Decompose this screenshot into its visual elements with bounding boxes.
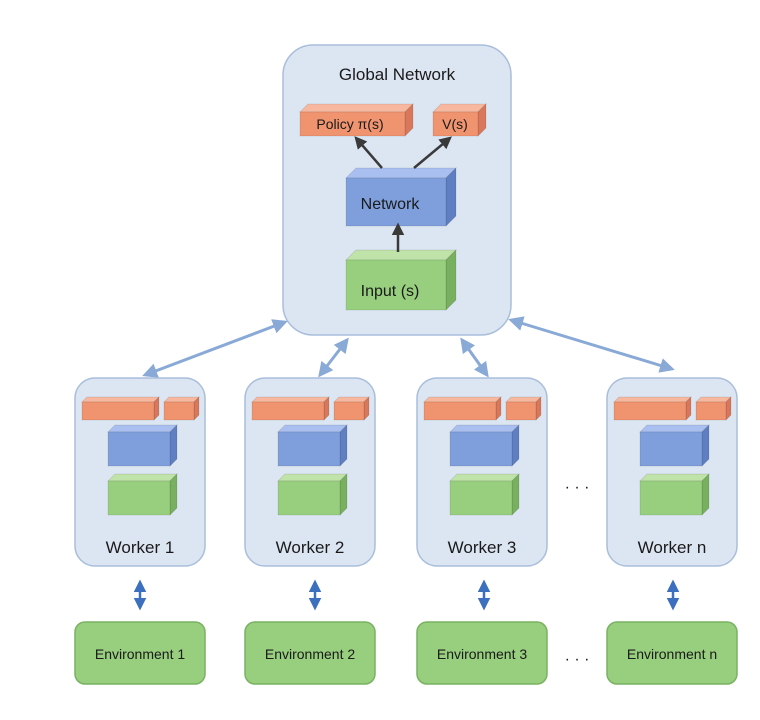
cube-front-face: [449, 480, 513, 516]
worker-label: Worker 1: [106, 538, 175, 557]
environment-box: [74, 621, 206, 685]
cube-top-face: [449, 473, 520, 482]
cube-side-face: [701, 473, 710, 516]
cube-side-face: [169, 424, 178, 467]
cube-front-face: [277, 431, 341, 467]
cube-front-face: [432, 111, 479, 137]
cube-top-face: [449, 424, 520, 433]
cube-top-face: [423, 396, 502, 403]
value-label: V(s): [442, 116, 468, 132]
environment-box: [244, 621, 376, 685]
cube-front-face: [163, 401, 195, 421]
environment-label: Environment 3: [437, 646, 527, 662]
cube-front-face: [299, 111, 406, 137]
cube-top-face: [695, 396, 732, 403]
cube-front-face: [639, 480, 703, 516]
cube-top-face: [277, 424, 348, 433]
cube-top-face: [277, 473, 348, 482]
cube-top-face: [107, 424, 178, 433]
cube-front-face: [251, 401, 325, 421]
environment-box: [416, 621, 548, 685]
cube-front-face: [639, 431, 703, 467]
policy-label: Policy π(s): [316, 116, 383, 132]
connector-worker-n: [508, 316, 675, 373]
connector-worker-2: [318, 337, 349, 378]
worker-label: Worker n: [638, 538, 707, 557]
cube-side-face: [701, 424, 710, 467]
cube-side-face: [445, 167, 457, 227]
cube-front-face: [449, 431, 513, 467]
network-to-value-arrow: [413, 136, 452, 169]
cube-front-face: [695, 401, 727, 421]
cube-side-face: [445, 249, 457, 311]
environment-label: Environment 2: [265, 646, 355, 662]
environment-label: Environment n: [627, 646, 717, 662]
worker-network-stack: [251, 396, 370, 516]
connector-worker-3: [460, 337, 489, 378]
cube-top-face: [432, 103, 487, 113]
cube-top-face: [299, 103, 414, 113]
worker-network-stack: [81, 396, 200, 516]
cube-side-face: [339, 473, 348, 516]
cube-top-face: [251, 396, 330, 403]
network-to-policy-arrow: [354, 136, 383, 169]
worker-network-stack: [423, 396, 542, 516]
global-network-title: Global Network: [339, 65, 456, 84]
cube-top-face: [163, 396, 200, 403]
worker-network-stack: [613, 396, 732, 516]
cube-front-face: [81, 401, 155, 421]
cube-top-face: [613, 396, 692, 403]
cube-top-face: [639, 473, 710, 482]
cube-top-face: [505, 396, 542, 403]
value-output-block: [432, 103, 487, 137]
worker-label: Worker 3: [448, 538, 517, 557]
cube-top-face: [345, 167, 457, 179]
cube-front-face: [333, 401, 365, 421]
cube-top-face: [639, 424, 710, 433]
cube-front-face: [107, 431, 171, 467]
cube-side-face: [511, 424, 520, 467]
environment-label: Environment 1: [95, 646, 185, 662]
cube-side-face: [169, 473, 178, 516]
cube-front-face: [345, 177, 447, 227]
network-label: Network: [361, 196, 421, 213]
cube-top-face: [81, 396, 160, 403]
cube-side-face: [511, 473, 520, 516]
cube-top-face: [345, 249, 457, 261]
cube-front-face: [505, 401, 537, 421]
environment-box: [606, 621, 738, 685]
input-label: Input (s): [361, 283, 420, 300]
cube-front-face: [423, 401, 497, 421]
environments-ellipsis: · · ·: [565, 651, 590, 668]
cube-front-face: [345, 259, 447, 311]
cube-front-face: [107, 480, 171, 516]
cube-side-face: [339, 424, 348, 467]
cube-front-face: [277, 480, 341, 516]
worker-label: Worker 2: [276, 538, 345, 557]
connector-worker-1: [142, 319, 288, 378]
policy-output-block: [299, 103, 414, 137]
input-block: [345, 249, 457, 311]
cube-top-face: [333, 396, 370, 403]
cube-top-face: [107, 473, 178, 482]
worker-cubes: [81, 396, 732, 516]
cube-front-face: [613, 401, 687, 421]
workers-ellipsis: · · ·: [565, 479, 590, 496]
network-block: [345, 167, 457, 227]
